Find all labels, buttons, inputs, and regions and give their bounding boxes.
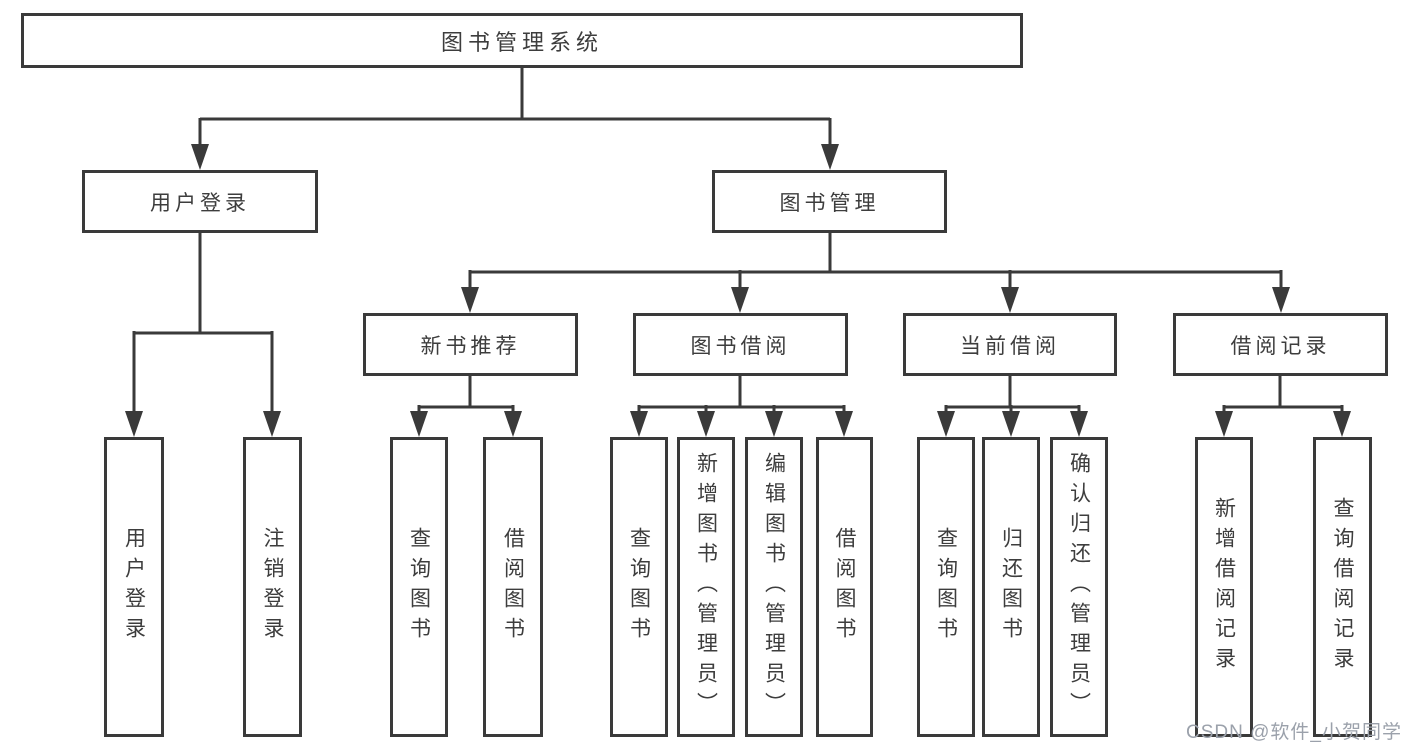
leaf-logout: 注销登录 [243,437,302,737]
leaf-query-books-borrowing: 查询图书 [610,437,668,737]
connector-new-book-children [410,376,522,437]
leaf-query-borrow-record: 查询借阅记录 [1313,437,1372,737]
leaf-borrow-books: 借阅图书 [816,437,873,737]
leaf-add-borrow-record: 新增借阅记录 [1195,437,1253,737]
leaf-add-books-admin: 新增图书（管理员） [677,437,735,737]
connector-borrowing-records-children [1215,376,1351,437]
node-current-borrowing: 当前借阅 [903,313,1117,376]
connector-book-borrowing-children [630,376,853,437]
node-book-management: 图书管理 [712,170,947,233]
connector-book-management-children [461,233,1290,313]
node-root: 图书管理系统 [21,13,1023,68]
leaf-edit-books-admin: 编辑图书（管理员） [745,437,803,737]
connector-current-borrowing-children [937,376,1088,437]
node-borrowing-records: 借阅记录 [1173,313,1388,376]
leaf-user-login: 用户登录 [104,437,164,737]
connector-user-login-children [125,233,281,437]
leaf-confirm-return-admin: 确认归还（管理员） [1050,437,1108,737]
leaf-query-books-current: 查询图书 [917,437,975,737]
leaf-query-books-recommend: 查询图书 [390,437,448,737]
node-book-borrowing: 图书借阅 [633,313,848,376]
node-new-book-recommend: 新书推荐 [363,313,578,376]
connector-root-to-level2 [191,68,839,170]
leaf-return-books: 归还图书 [982,437,1040,737]
watermark: CSDN @软件_小贺同学 [1186,722,1402,743]
leaf-borrow-books-recommend: 借阅图书 [483,437,543,737]
node-user-login: 用户登录 [82,170,318,233]
